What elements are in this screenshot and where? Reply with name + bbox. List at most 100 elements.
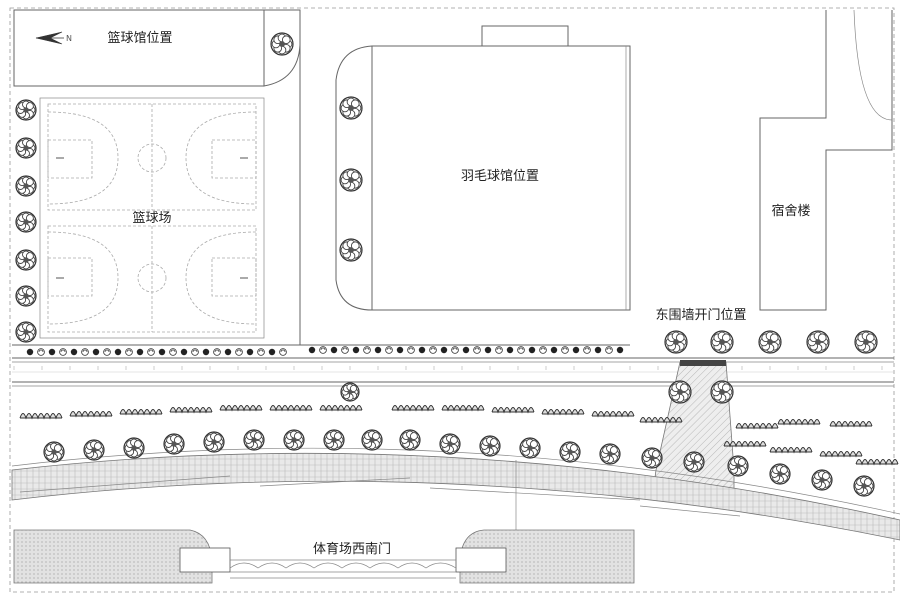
stadium-sw-gate-label: 体育场西南门 [313,541,391,557]
wall-post [37,348,45,356]
basketball-hall-block [13,9,265,87]
wall-post [429,346,437,354]
hedge-icon [639,417,683,424]
wall-post [48,348,56,356]
tree-icon [683,451,705,473]
hedge-icon [491,407,535,414]
hedge-icon [829,421,873,428]
hedge-icon [319,405,363,412]
court-outline [39,97,265,339]
tree-icon [758,330,782,354]
wall-post [92,348,100,356]
hedge-icon [69,411,113,418]
tree-icon [203,431,225,453]
wall-post [59,348,67,356]
tree-icon [83,439,105,461]
wall-post [341,346,349,354]
tree-icon [15,175,37,197]
hedge-icon [391,405,435,412]
wall-post [319,346,327,354]
tree-icon [769,463,791,485]
hedge-icon [169,407,213,414]
tree-icon [710,330,734,354]
wall-post [330,346,338,354]
east-wall-gate-label: 东围墙开门位置 [655,308,746,323]
tree-icon [668,380,692,404]
tree-icon [361,429,383,451]
hedge-icon [777,419,821,426]
wall-post [407,346,415,354]
walkway-dimensions [19,460,741,540]
wall-post [180,348,188,356]
badminton-hall [335,25,631,311]
basketball-hall-label: 篮球馆位置 [107,31,172,46]
wall-post [125,348,133,356]
wall-post [462,346,470,354]
wall-post [561,346,569,354]
wall-post [169,348,177,356]
tree-icon [339,96,363,120]
tree-icon [339,238,363,262]
wall-post [308,346,316,354]
wall-post [279,348,287,356]
wall-post [103,348,111,356]
wall-post [539,346,547,354]
wall-post [352,346,360,354]
wall-post [550,346,558,354]
hedge-icon [591,411,635,418]
wall-post [147,348,155,356]
tree-icon [479,435,501,457]
wall-post [572,346,580,354]
wall-post [70,348,78,356]
wall-post [246,348,254,356]
wall-post [583,346,591,354]
wall-post [257,348,265,356]
wall-post [517,346,525,354]
dimension-ticks [13,366,883,370]
wall-post [440,346,448,354]
wall-post [26,348,34,356]
basketball-courts [39,97,265,339]
basketball-court-label: 篮球场 [132,211,171,226]
wall-post [495,346,503,354]
hedge-icon [819,451,863,458]
wall-posts-right [308,346,624,354]
tree-icon [664,330,688,354]
hedge-icon [219,405,263,412]
wall-post [268,348,276,356]
wall-post [235,348,243,356]
tree-icon [811,469,833,491]
wall-post [418,346,426,354]
wall-post [473,346,481,354]
tree-icon [15,321,37,343]
wall-post [202,348,210,356]
tree-icon [641,447,663,469]
hedge-icon [541,409,585,416]
wall-post [213,348,221,356]
wall-post [114,348,122,356]
south-gate-area [13,529,635,584]
wall-posts-left [26,348,287,356]
tree-icon [15,137,37,159]
wall-post [363,346,371,354]
wall-post [224,348,232,356]
tree-icon [559,441,581,463]
tree-icon [599,443,621,465]
tree-icon [123,437,145,459]
dormitory-label: 宿舍楼 [771,203,810,219]
badminton-hall-label: 羽毛球馆位置 [461,169,539,184]
hedge-icon [855,459,899,466]
paved-walkway [11,452,900,541]
wall-post [506,346,514,354]
tree-icon [519,437,541,459]
tree-icon [339,168,363,192]
hedge-icon [441,405,485,412]
tree-icon [15,211,37,233]
tree-icon [323,429,345,451]
dormitory-building [759,9,893,311]
wall-post [136,348,144,356]
wall-post [484,346,492,354]
tree-icon [439,433,461,455]
